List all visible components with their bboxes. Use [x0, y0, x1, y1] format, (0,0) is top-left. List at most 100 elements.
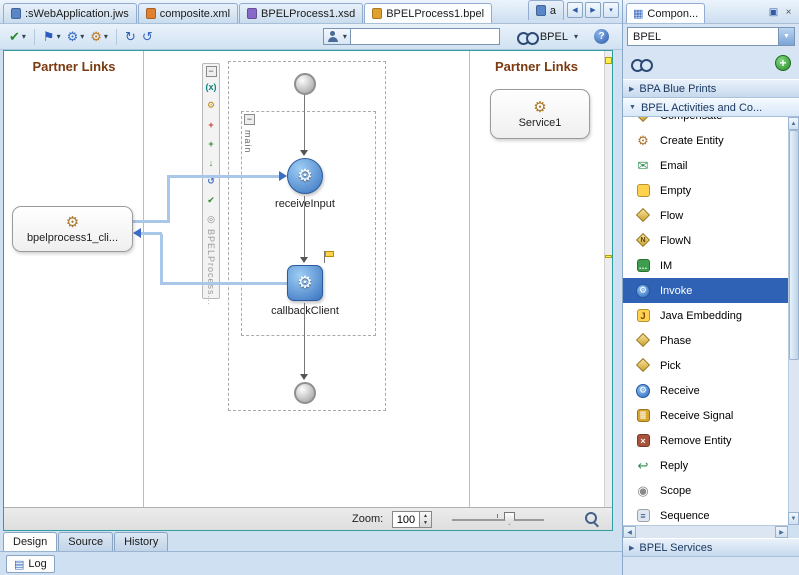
view-tab-source[interactable]: Source	[58, 532, 114, 551]
palette-item-empty[interactable]: Empty	[623, 178, 788, 203]
partner-links-lane-left	[4, 51, 144, 507]
combo-button[interactable]: ▼	[778, 28, 794, 45]
palette-item-list: Compensate⚙Create Entity✉EmailEmptyFlowN…	[623, 117, 788, 525]
palette-item-email[interactable]: ✉Email	[623, 153, 788, 178]
connection-line	[167, 175, 279, 178]
section-bpa-blueprints[interactable]: ▶ BPA Blue Prints	[623, 79, 799, 98]
log-tab-label: Log	[28, 558, 47, 570]
close-panel-button[interactable]: ×	[781, 5, 796, 20]
client-partner-link[interactable]: ⚙ bpelprocess1_cli...	[12, 206, 133, 252]
tab-list-button[interactable]: ▾	[603, 2, 619, 18]
editor-tab-bpelprocess1-xsd[interactable]: BPELProcess1.xsd	[239, 3, 364, 23]
invoke-activity-node[interactable]: ⚙	[287, 265, 323, 301]
editor-tab-a[interactable]: a	[527, 0, 564, 20]
palette-item-create-entity[interactable]: ⚙Create Entity	[623, 128, 788, 153]
refresh-icon[interactable]: ↺	[207, 176, 215, 186]
collapse-sequence-button[interactable]: −	[244, 114, 255, 125]
overview-marker-icon[interactable]	[605, 57, 612, 64]
restore-panel-button[interactable]: ▣	[766, 5, 781, 20]
chevron-down-icon: ▾	[342, 32, 347, 41]
zoom-slider-track[interactable]	[452, 519, 544, 521]
palette-tab-label: Compon...	[647, 7, 699, 20]
palette-vertical-scrollbar[interactable]: ▲ ▼	[788, 117, 799, 525]
service-partner-link[interactable]: ⚙ Service1	[490, 89, 590, 139]
deploy-button[interactable]: ⚙ ▾	[64, 27, 88, 47]
palette-item-compensate[interactable]: Compensate	[623, 117, 788, 128]
palette-item-scope[interactable]: ◉Scope	[623, 478, 788, 503]
variables-icon[interactable]: (x)	[205, 81, 217, 92]
import-icon[interactable]: ↓	[208, 157, 214, 168]
prev-icon: ◀	[572, 7, 578, 14]
chevron-down-icon: ▾	[21, 32, 26, 41]
palette-item-remove-entity[interactable]: ×Remove Entity	[623, 428, 788, 453]
flow-start-node[interactable]	[294, 73, 316, 95]
gear-icon: ⚙	[65, 213, 80, 231]
palette-item-pick[interactable]: Pick	[623, 353, 788, 378]
palette-tab[interactable]: ▦ Compon...	[626, 3, 706, 23]
check-icon: ✔	[9, 29, 20, 44]
view-tab-design[interactable]: Design	[3, 532, 58, 551]
up-icon: ▲	[423, 512, 428, 519]
plus-icon: +	[779, 56, 787, 70]
palette-item-receive[interactable]: ⚙Receive	[623, 378, 788, 403]
section-bpel-activities[interactable]: ▼ BPEL Activities and Co...	[623, 98, 799, 117]
magnifier-icon[interactable]	[584, 511, 599, 526]
compensate-icon	[635, 117, 651, 124]
section-bpel-services[interactable]: ▶ BPEL Services	[623, 538, 799, 557]
log-panel-bar: ▤ Log	[0, 551, 622, 575]
person-icon	[327, 30, 339, 43]
flow-end-node[interactable]	[294, 382, 316, 404]
binoculars-icon[interactable]	[631, 57, 653, 72]
search-input[interactable]	[349, 28, 500, 45]
scroll-up-button[interactable]: ▲	[788, 117, 799, 130]
next-tab-button[interactable]: ▶	[585, 2, 601, 18]
collapse-process-button[interactable]: −	[205, 66, 217, 77]
scroll-right-button[interactable]: ▶	[775, 526, 788, 538]
validate-icon[interactable]: ✔	[207, 195, 215, 205]
find-in-diagram-button[interactable]: BPEL ▾	[514, 27, 581, 47]
invoke-icon: ⚙	[636, 283, 650, 298]
sync-button[interactable]: ↺	[139, 27, 156, 47]
editor-tab-composite-xml[interactable]: composite.xml	[137, 3, 239, 23]
search-category-button[interactable]: ▾	[322, 28, 350, 45]
refresh-button[interactable]: ↻	[122, 27, 139, 47]
gear-icon: ⚙	[533, 98, 547, 116]
scroll-down-button[interactable]: ▼	[788, 512, 799, 525]
overview-marker-icon[interactable]	[605, 255, 612, 258]
zoom-stepper[interactable]: ▲ ▼	[420, 511, 432, 528]
palette-page-selector[interactable]: BPEL ▼	[627, 27, 795, 46]
editor-tab-bpelprocess1-bpel[interactable]: BPELProcess1.bpel	[364, 3, 493, 23]
palette-horizontal-scrollbar[interactable]: ◀ ▶	[623, 525, 788, 538]
palette-item-flow[interactable]: Flow	[623, 203, 788, 228]
palette-item-sequence[interactable]: ≡Sequence	[623, 503, 788, 525]
run-config-button[interactable]: ⚙ ▾	[87, 27, 111, 47]
process-shortcut-icons: (x) ⚙ + + ↓ ↺ ✔ ◎	[206, 77, 217, 229]
add-partner-icon[interactable]: +	[208, 119, 214, 130]
bookmark-button[interactable]: ⚑ ▾	[40, 27, 64, 47]
help-button[interactable]: ?	[591, 27, 612, 47]
palette-item-invoke[interactable]: ⚙Invoke	[623, 278, 788, 303]
palette-item-reply[interactable]: ↩Reply	[623, 453, 788, 478]
palette-item-im[interactable]: …IM	[623, 253, 788, 278]
add-component-button[interactable]: +	[775, 55, 791, 71]
log-tab[interactable]: ▤ Log	[6, 555, 55, 573]
receive-activity-node[interactable]: ⚙	[287, 158, 323, 194]
zoom-slider-handle[interactable]	[504, 512, 515, 525]
monitor-icon[interactable]: ◎	[207, 214, 215, 224]
view-tab-history[interactable]: History	[114, 532, 169, 551]
add-variable-icon[interactable]: +	[208, 138, 214, 149]
palette-item-phase[interactable]: Phase	[623, 328, 788, 353]
partner-properties-icon[interactable]: ⚙	[206, 100, 216, 110]
zoom-value-input[interactable]	[392, 511, 420, 528]
prev-tab-button[interactable]: ◀	[567, 2, 583, 18]
gear-globe-icon: ⚙	[66, 29, 79, 44]
scrollbar-thumb[interactable]	[789, 130, 799, 360]
section-label: BPEL Activities and Co...	[640, 101, 763, 114]
palette-item-receive-signal[interactable]: ≣Receive Signal	[623, 403, 788, 428]
flow-arrow-icon	[300, 257, 308, 263]
validate-button[interactable]: ✔ ▾	[6, 27, 29, 47]
editor-tab-swebapplication-jws[interactable]: :sWebApplication.jws	[3, 3, 137, 23]
scroll-left-button[interactable]: ◀	[623, 526, 636, 538]
